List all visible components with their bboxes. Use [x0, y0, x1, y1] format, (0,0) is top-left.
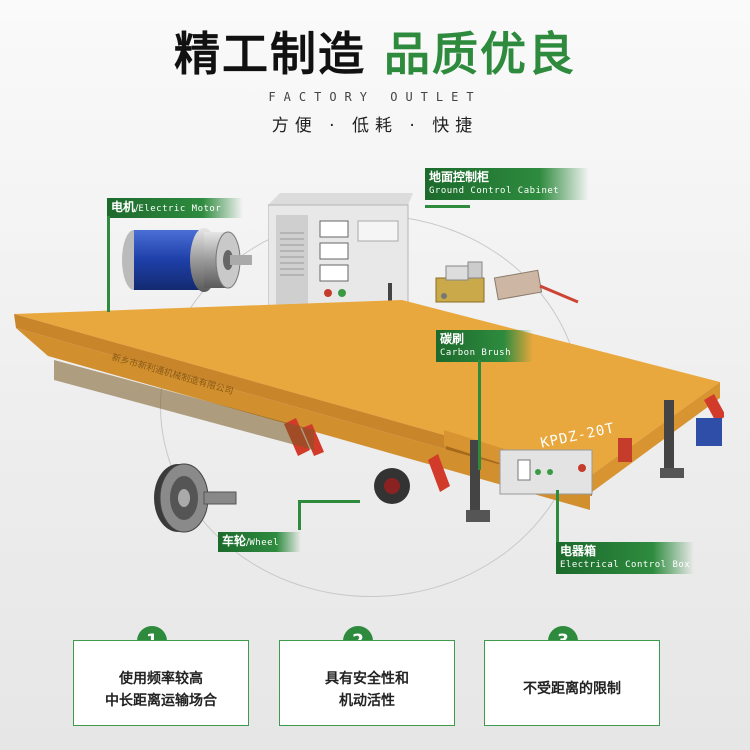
- feature-box-1: 使用频率较高 中长距离运输场合: [73, 640, 249, 726]
- subtitle: FACTORY OUTLET: [268, 90, 482, 104]
- title-green: 品质优良: [384, 27, 576, 81]
- callout-cabinet-en: Ground Control Cabinet: [429, 186, 560, 196]
- callout-cabinet-cn: 地面控制柜: [429, 170, 490, 184]
- feature-box-3: 不受距离的限制: [484, 640, 660, 726]
- carbon-brush-image: [435, 261, 579, 304]
- callout-electrical-control-box: 电器箱 Electrical Control Box: [556, 542, 695, 574]
- page-title: 精工制造品质优良: [0, 18, 750, 84]
- callout-ground-control-cabinet: 地面控制柜 Ground Control Cabinet: [425, 168, 590, 200]
- rail-cart-image: [14, 300, 724, 522]
- callout-box-en: Electrical Control Box: [560, 560, 691, 570]
- callout-box-cn: 电器箱: [560, 544, 597, 558]
- cabinet-pointer-line: [425, 205, 470, 208]
- box-pointer-line: [556, 490, 559, 542]
- callout-motor-en: Electric Motor: [138, 204, 222, 214]
- callout-brush-en: Carbon Brush: [440, 348, 512, 358]
- feature-3-line1: 不受距离的限制: [523, 681, 621, 697]
- feature-2-line1: 具有安全性和: [325, 671, 409, 687]
- callout-wheel: 车轮/Wheel: [218, 532, 301, 552]
- feature-1-line2: 中长距离运输场合: [105, 693, 217, 709]
- electric-motor-image: [122, 228, 252, 292]
- feature-box-2: 具有安全性和 机动活性: [279, 640, 455, 726]
- callout-wheel-cn: 车轮: [222, 534, 247, 548]
- wheel-pointer-vline: [298, 500, 301, 530]
- wheel-pointer-line: [298, 500, 360, 503]
- brush-pointer-line: [478, 360, 481, 470]
- feature-1-line1: 使用频率较高: [119, 671, 203, 687]
- wheel-image: [154, 463, 237, 533]
- feature-2-line2: 机动活性: [339, 693, 395, 709]
- title-black: 精工制造: [174, 27, 366, 81]
- callout-brush-cn: 碳刷: [440, 332, 465, 346]
- callout-wheel-en: Wheel: [249, 538, 279, 548]
- callout-motor-cn: 电机: [111, 200, 136, 214]
- callout-carbon-brush: 碳刷 Carbon Brush: [436, 330, 534, 362]
- tagline: 方便 · 低耗 · 快捷: [271, 116, 479, 136]
- callout-electric-motor: 电机/Electric Motor: [107, 198, 244, 218]
- motor-pointer-line: [107, 216, 110, 312]
